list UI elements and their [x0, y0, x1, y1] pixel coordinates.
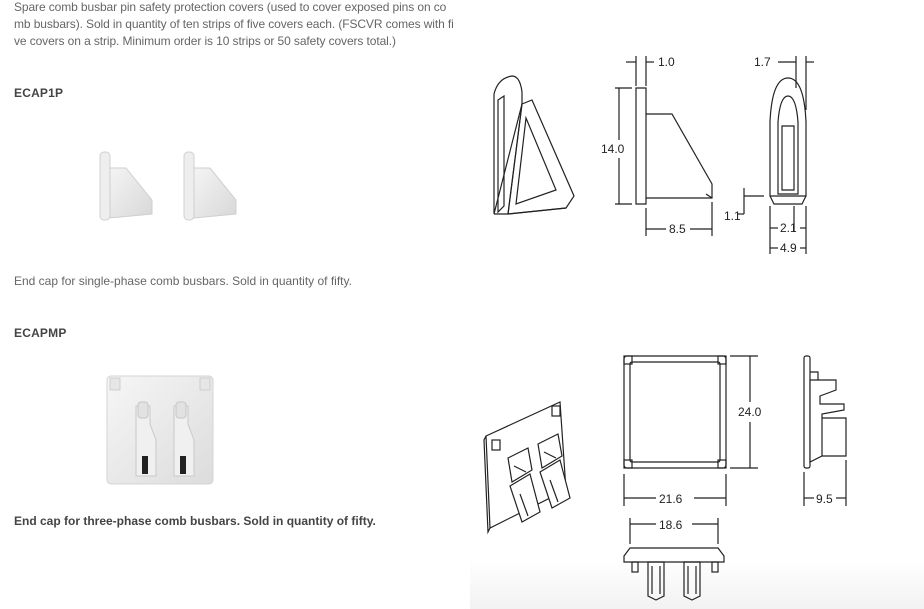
ecapmp-isometric-drawing: [483, 401, 571, 535]
ecap1p-dim-total-width: 4.9: [780, 241, 797, 255]
ecapmp-bottom-drawing: [623, 547, 725, 601]
ecap1p-side-drawing: [738, 56, 814, 254]
intro-line: mb busbars). Sold in quantity of ten str…: [14, 17, 454, 31]
footer-fade: [470, 560, 924, 609]
ecap1p-photo: [99, 151, 237, 221]
ecapmp-dim-inner-width: 18.6: [659, 518, 683, 532]
ecap1p-dim-slot-width: 2.1: [780, 221, 797, 235]
ecap1p-dim-depth: 8.5: [669, 222, 686, 236]
ecapmp-dim-width: 21.6: [659, 492, 683, 506]
ecapmp-photo: [106, 375, 214, 485]
product-description-ecap1p: End cap for single-phase comb busbars. S…: [14, 274, 352, 288]
intro-line: ve covers on a strip. Minimum order is 1…: [14, 34, 396, 48]
ecap1p-isometric-drawing: [493, 75, 575, 215]
product-description-ecapmp: End cap for three-phase comb busbars. So…: [14, 514, 376, 528]
ecap1p-front-drawing: [615, 56, 713, 236]
ecapmp-side-drawing: [803, 355, 847, 506]
ecap1p-dim-top-thickness: 1.0: [658, 55, 675, 69]
ecap1p-dim-height: 14.0: [601, 142, 625, 156]
ecapmp-dim-depth: 9.5: [816, 492, 833, 506]
ecap1p-dim-bottom-offset: 1.1: [724, 209, 741, 223]
ecapmp-front-drawing: [623, 355, 758, 544]
intro-paragraph: Spare comb busbar pin safety protection …: [14, 0, 466, 50]
ecap1p-dim-side-top-width: 1.7: [754, 55, 771, 69]
ecapmp-dim-height: 24.0: [738, 405, 762, 419]
product-code-ecap1p: ECAP1P: [14, 86, 64, 100]
intro-line: Spare comb busbar pin safety protection …: [14, 0, 447, 14]
product-code-ecapmp: ECAPMP: [14, 326, 67, 340]
